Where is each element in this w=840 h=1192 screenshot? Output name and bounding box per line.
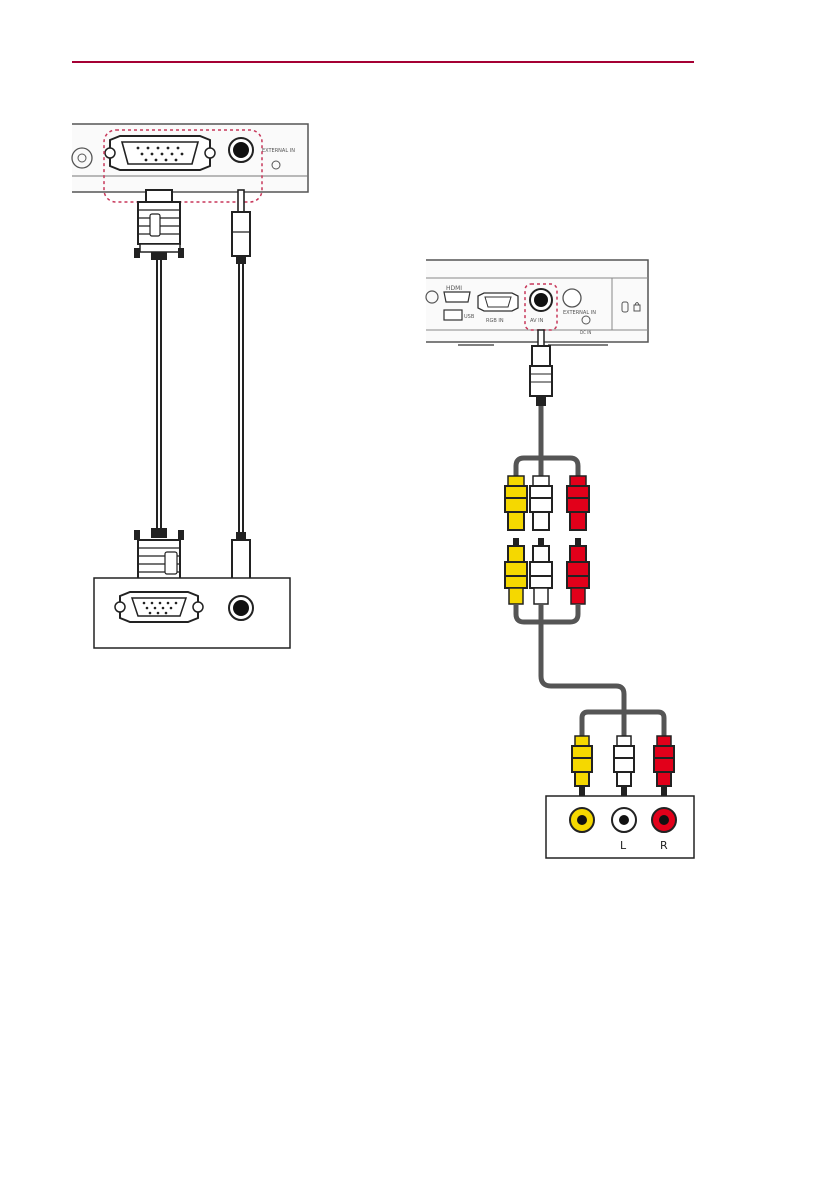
- external-in-label: EXTERNAL IN: [262, 148, 295, 154]
- audio-plug-top: [232, 190, 250, 264]
- rca-plug-video-upper: [505, 476, 527, 530]
- source-device-panel-right: L R: [546, 796, 694, 858]
- rgb-connection-diagram: EXTERNAL IN: [72, 124, 308, 648]
- vga-port-projector: [105, 136, 215, 170]
- vga-plug-top: [134, 190, 184, 260]
- rca-plug-audio-right-device: [654, 736, 674, 796]
- audio-right-label: R: [660, 839, 668, 852]
- usb-label: USB: [464, 314, 475, 320]
- rca-plug-audio-right-lower: [567, 538, 589, 604]
- video-jack-device: [570, 808, 594, 832]
- hdmi-label: HDMI: [446, 285, 462, 292]
- av-cable-bottom: [516, 604, 664, 736]
- dc-in-label: DC IN: [580, 330, 591, 335]
- audio-jack-projector: [229, 138, 253, 162]
- rgb-in-label: RGB IN: [486, 318, 504, 324]
- rca-plug-audio-left-upper: [530, 476, 552, 530]
- external-in-label-right: EXTERNAL IN: [563, 310, 596, 316]
- audio-left-jack-device: [612, 808, 636, 832]
- rca-plug-audio-right-upper: [567, 476, 589, 530]
- rca-plug-audio-left-device: [614, 736, 634, 796]
- av-splitter-cable-top: [516, 406, 578, 476]
- projector-rgb-panel: EXTERNAL IN: [72, 124, 308, 202]
- audio-right-jack-device: [652, 808, 676, 832]
- audio-left-label: L: [620, 839, 627, 852]
- projector-av-panel: HDMI USB RGB IN AV IN E: [426, 260, 648, 345]
- av-in-label: AV IN: [530, 318, 544, 324]
- audio-jack-device: [229, 596, 253, 620]
- source-device-panel-left: [94, 578, 290, 648]
- rca-plug-audio-left-lower: [530, 538, 552, 604]
- rca-plug-video-device: [572, 736, 592, 796]
- av-connection-diagram: HDMI USB RGB IN AV IN E: [426, 260, 694, 858]
- vga-port-device: [115, 592, 203, 622]
- rca-plug-video-lower: [505, 538, 527, 604]
